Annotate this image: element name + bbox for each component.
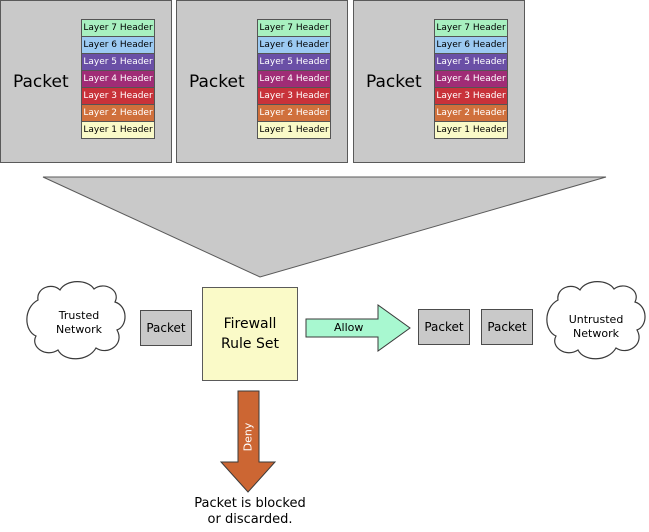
funnel-triangle (42, 176, 607, 278)
layer-7-header: Layer 7 Header (257, 19, 331, 37)
allowed-packet: Packet (418, 309, 470, 345)
firewall-rule-set: Firewall Rule Set (202, 287, 298, 381)
packet-panel: Packet Layer 7 Header Layer 6 Header Lay… (353, 0, 525, 163)
blocked-result-text: Packet is blocked or discarded. (150, 496, 350, 528)
untrusted-network-cloud (546, 281, 646, 360)
layer-4-header: Layer 4 Header (257, 70, 331, 88)
deny-label: Deny (241, 422, 255, 452)
packet-title: Packet (189, 72, 245, 92)
layer-1-header: Layer 1 Header (434, 121, 508, 139)
deny-arrow (219, 390, 277, 493)
allowed-packet: Packet (481, 309, 533, 345)
layer-3-header: Layer 3 Header (81, 87, 155, 105)
layer-2-header: Layer 2 Header (81, 104, 155, 122)
trusted-network-line2: Network (56, 323, 102, 336)
incoming-packet: Packet (140, 310, 192, 346)
firewall-line2: Rule Set (221, 336, 279, 352)
result-line2: or discarded. (207, 512, 293, 527)
layer-2-header: Layer 2 Header (257, 104, 331, 122)
layer-6-header: Layer 6 Header (434, 36, 508, 54)
untrusted-network-line1: Untrusted (568, 313, 624, 326)
layer-1-header: Layer 1 Header (81, 121, 155, 139)
layer-5-header: Layer 5 Header (434, 53, 508, 71)
layer-2-header: Layer 2 Header (434, 104, 508, 122)
firewall-line1: Firewall (223, 316, 277, 332)
layer-7-header: Layer 7 Header (434, 19, 508, 37)
trusted-network-cloud (26, 281, 126, 360)
allow-label: Allow (334, 321, 364, 334)
packet-title: Packet (366, 72, 422, 92)
layer-4-header: Layer 4 Header (434, 70, 508, 88)
layer-4-header: Layer 4 Header (81, 70, 155, 88)
layer-1-header: Layer 1 Header (257, 121, 331, 139)
layer-3-header: Layer 3 Header (257, 87, 331, 105)
layer-7-header: Layer 7 Header (81, 19, 155, 37)
trusted-network-line1: Trusted (58, 309, 100, 322)
packet-panel: Packet Layer 7 Header Layer 6 Header Lay… (176, 0, 348, 163)
header-stack: Layer 7 Header Layer 6 Header Layer 5 He… (81, 19, 155, 139)
packet-title: Packet (13, 72, 69, 92)
trusted-network-label: Trusted Network (39, 309, 119, 337)
layer-5-header: Layer 5 Header (257, 53, 331, 71)
untrusted-network-label: Untrusted Network (556, 313, 636, 341)
untrusted-network-line2: Network (573, 327, 619, 340)
result-line1: Packet is blocked (194, 496, 306, 511)
layer-3-header: Layer 3 Header (434, 87, 508, 105)
layer-6-header: Layer 6 Header (257, 36, 331, 54)
layer-6-header: Layer 6 Header (81, 36, 155, 54)
layer-5-header: Layer 5 Header (81, 53, 155, 71)
packet-panel: Packet Layer 7 Header Layer 6 Header Lay… (0, 0, 172, 163)
allow-arrow (305, 304, 411, 352)
header-stack: Layer 7 Header Layer 6 Header Layer 5 He… (257, 19, 331, 139)
header-stack: Layer 7 Header Layer 6 Header Layer 5 He… (434, 19, 508, 139)
